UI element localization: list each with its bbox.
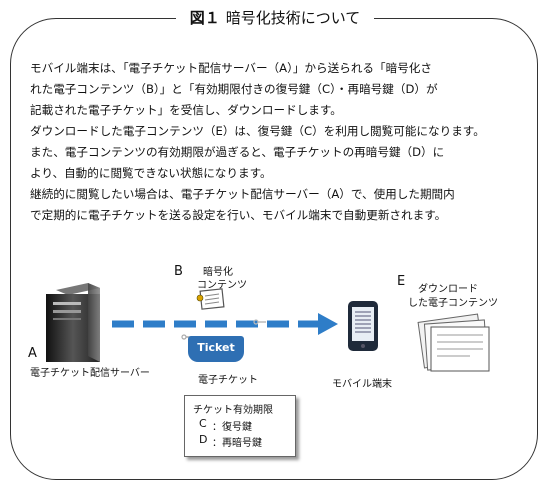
paragraph-line: より、自動的に閲覧できない状態になります。 xyxy=(30,166,272,180)
server-label: 電子チケット配信サーバー xyxy=(30,368,150,379)
paragraph-line: 記載された電子チケット」を受信し、ダウンロードします。 xyxy=(30,103,342,117)
legend-title: チケット有効期限 xyxy=(193,405,273,416)
legend-d-text: ：再暗号鍵 xyxy=(212,438,262,449)
figure-title-text: 暗号化技術について xyxy=(225,9,361,27)
paragraph-line: ダウンロードした電子コンテンツ（E）は、復号鍵（C）を利用し閲覧可能になります。 xyxy=(30,124,485,138)
paragraph-line: で定期的に電子チケットを送る設定を行い、モバイル端末で自動更新されます。 xyxy=(30,208,447,222)
mobile-label: モバイル端末 xyxy=(332,379,392,390)
legend-c-letter: C xyxy=(199,417,207,430)
figure-title: 図１ 暗号化技術について xyxy=(0,7,550,28)
ticket-badge-text: Ticket xyxy=(197,341,235,354)
encrypted-letter: B xyxy=(174,264,183,279)
paragraph-line: れた電子コンテンツ（B）」と「有効期限付きの復号鍵（C）・再暗号鍵（D）が xyxy=(30,82,438,96)
encrypted-label-line2: コンテンツ xyxy=(197,280,247,291)
downloaded-label-line1: ダウンロード xyxy=(418,284,478,295)
figure-number: 図１ xyxy=(189,9,220,27)
legend-c-text: ：復号鍵 xyxy=(212,422,252,433)
mobile-device-icon xyxy=(348,301,378,351)
key-icon xyxy=(253,319,266,325)
ticket-badge: Ticket xyxy=(188,336,244,362)
paragraph-line: モバイル端末は、「電子チケット配信サーバー（A）」から送られる「暗号化さ xyxy=(30,61,432,75)
paragraph-line: 継続的に閲覧したい場合は、電子チケット配信サーバー（A）で、使用した期間内 xyxy=(30,187,455,201)
downloaded-documents-icon xyxy=(417,313,490,372)
server-letter: A xyxy=(28,346,37,361)
transfer-arrow xyxy=(112,313,338,335)
encrypted-content-icon xyxy=(199,288,225,310)
downloaded-label-line2: した電子コンテンツ xyxy=(408,298,498,309)
paragraph-line: また、電子コンテンツの有効期限が過ぎると、電子チケットの再暗号鍵（D）に xyxy=(30,145,445,159)
ticket-expiry-box: チケット有効期限 C ：復号鍵 D ：再暗号鍵 xyxy=(184,395,296,457)
server-icon xyxy=(46,283,100,362)
ticket-label: 電子チケット xyxy=(198,375,258,386)
lock-icon xyxy=(196,294,204,302)
downloaded-letter: E xyxy=(397,274,406,289)
encrypted-label-line1: 暗号化 xyxy=(203,267,233,278)
legend-d-letter: D xyxy=(199,433,208,446)
